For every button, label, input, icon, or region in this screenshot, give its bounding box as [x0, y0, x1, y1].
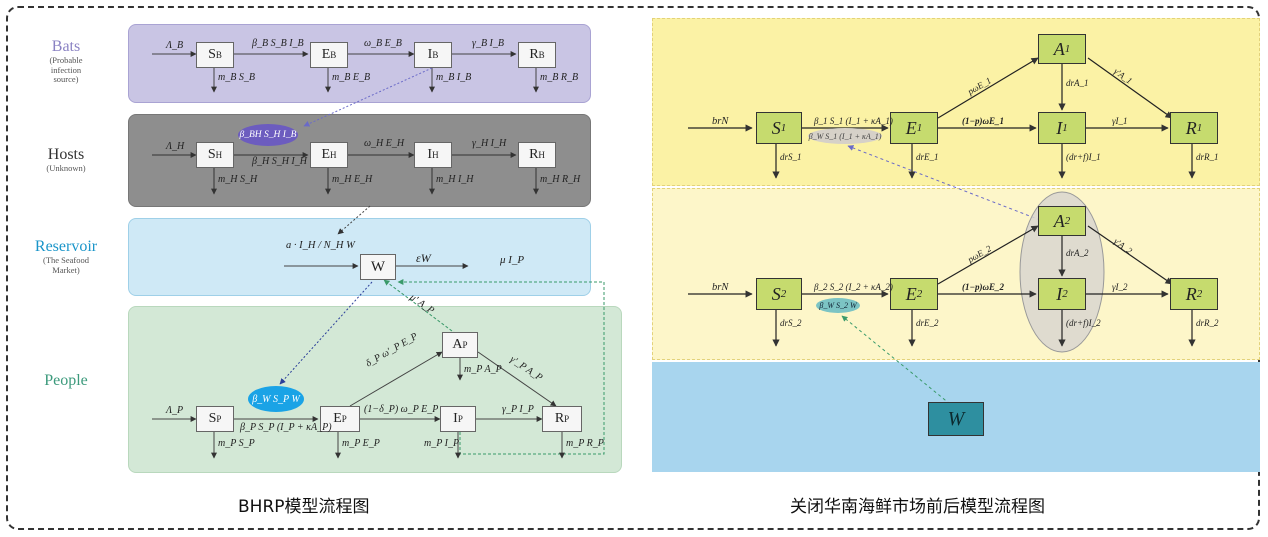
- people-death-R: m_P R_P: [566, 438, 604, 449]
- bats-recovery-rate: γ_B I_B: [472, 38, 504, 49]
- bats-subtitle-2: infection: [50, 64, 82, 75]
- people-transmission: β_P S_P (I_P + κA_P): [240, 422, 332, 433]
- reservoir-decay: εW: [416, 251, 431, 265]
- hosts-label: Hosts (Unknown): [30, 146, 102, 174]
- stage1-to-I: (1−p)ωE_1: [962, 116, 1004, 126]
- people-death-A: m_P A_P: [464, 364, 502, 375]
- stage1-death-S: drS_1: [780, 152, 802, 162]
- stage2-reservoir-infection: β_W S_2 W: [819, 301, 857, 310]
- reservoir-subtitle-2: Market): [52, 264, 80, 275]
- reservoir-title: Reservoir: [34, 238, 98, 255]
- people-inflow: Λ_P: [166, 405, 184, 416]
- stage2-infection: β_2 S_2 (I_2 + κA_2): [814, 282, 893, 292]
- bats-incubation-rate: ω_B E_B: [364, 38, 402, 49]
- reservoir-band: [128, 218, 591, 296]
- hosts-incubation-rate: ω_H E_H: [364, 138, 405, 149]
- hosts-death-E: m_H E_H: [332, 174, 373, 185]
- people-shed-I: μ I_P: [500, 254, 525, 266]
- people-label: People: [30, 372, 102, 390]
- stage1-I-to-R: γI_1: [1112, 116, 1128, 126]
- bats-infection-rate: β_B S_B I_B: [252, 38, 304, 49]
- stage2-death-E: drE_2: [916, 318, 939, 328]
- bat-to-host-rate: β_BH S_H I_B: [239, 130, 297, 140]
- people-death-E: m_P E_P: [342, 438, 380, 449]
- bats-death-S: m_B S_B: [218, 72, 255, 83]
- people-title: People: [44, 372, 88, 389]
- stage1-band: [652, 18, 1260, 186]
- stage2-death-A: drA_2: [1066, 248, 1089, 258]
- bats-subtitle-1: (Probable: [49, 55, 83, 65]
- stage1-death-I: (dr+f)I_1: [1066, 152, 1101, 162]
- right-caption: 关闭华南海鲜市场前后模型流程图: [790, 497, 1045, 517]
- hosts-subtitle: (Unknown): [46, 163, 86, 173]
- stage1-inflow: brN: [712, 116, 729, 127]
- stage2-death-R: drR_2: [1196, 318, 1219, 328]
- hosts-death-I: m_H I_H: [436, 174, 474, 185]
- reservoir-label: Reservoir (The Seafood Market): [20, 238, 112, 275]
- hosts-title: Hosts: [47, 146, 85, 163]
- stage1-infection-secondary: β_W S_1 (I_1 + κA_1): [808, 131, 882, 141]
- reservoir-infection-ellipse: β_W S_P W: [248, 386, 304, 412]
- reservoir-W-box: W: [360, 254, 396, 280]
- people-band: [128, 306, 622, 473]
- stage2-death-S: drS_2: [780, 318, 802, 328]
- people-to-I: (1−δ_P) ω_P E_P: [364, 404, 439, 415]
- stage2-to-I: (1−p)ωE_2: [962, 282, 1004, 292]
- hosts-recovery-rate: γ_H I_H: [472, 138, 507, 149]
- stage1-secondary-ellipse: β_W S_1 (I_1 + κA_1): [808, 128, 882, 144]
- stage2-reservoir-ellipse: β_W S_2 W: [816, 298, 860, 313]
- stage2-death-I: (dr+f)I_2: [1066, 318, 1101, 328]
- people-death-S: m_P S_P: [218, 438, 255, 449]
- bat-to-host-ellipse: β_BH S_H I_B: [238, 124, 298, 146]
- bats-death-E: m_B E_B: [332, 72, 371, 83]
- reservoir-infection-rate: β_W S_P W: [252, 393, 300, 405]
- stage1-death-E: drE_1: [916, 152, 939, 162]
- people-death-I: m_P I_P: [424, 438, 460, 449]
- hosts-death-R: m_H R_H: [540, 174, 581, 185]
- stage1-infection: β_1 S_1 (I_1 + κA_1): [814, 116, 893, 126]
- stage1-death-R: drR_1: [1196, 152, 1219, 162]
- people-I-to-R: γ_P I_P: [502, 404, 534, 415]
- reservoir-shedding: a · I_H / N_H W: [286, 240, 355, 251]
- stage2-inflow: brN: [712, 282, 729, 293]
- stage1-death-A: drA_1: [1066, 78, 1089, 88]
- bats-title: Bats: [51, 38, 81, 55]
- bats-label: Bats (Probable infection source): [30, 38, 102, 85]
- bats-inflow: Λ_B: [166, 40, 184, 51]
- hosts-death-S: m_H S_H: [218, 174, 258, 185]
- bats-death-R: m_B R_B: [540, 72, 579, 83]
- bats-death-I: m_B I_B: [436, 72, 472, 83]
- left-caption: BHRP模型流程图: [238, 497, 370, 517]
- reservoir-subtitle-1: (The Seafood: [42, 255, 90, 265]
- stage2-I-to-R: γI_2: [1112, 282, 1128, 292]
- right-reservoir-W-box: W: [928, 402, 984, 436]
- bats-subtitle-3: source): [53, 74, 79, 84]
- hosts-inflow: Λ_H: [166, 141, 185, 152]
- hosts-infection-rate: β_H S_H I_H: [252, 156, 307, 167]
